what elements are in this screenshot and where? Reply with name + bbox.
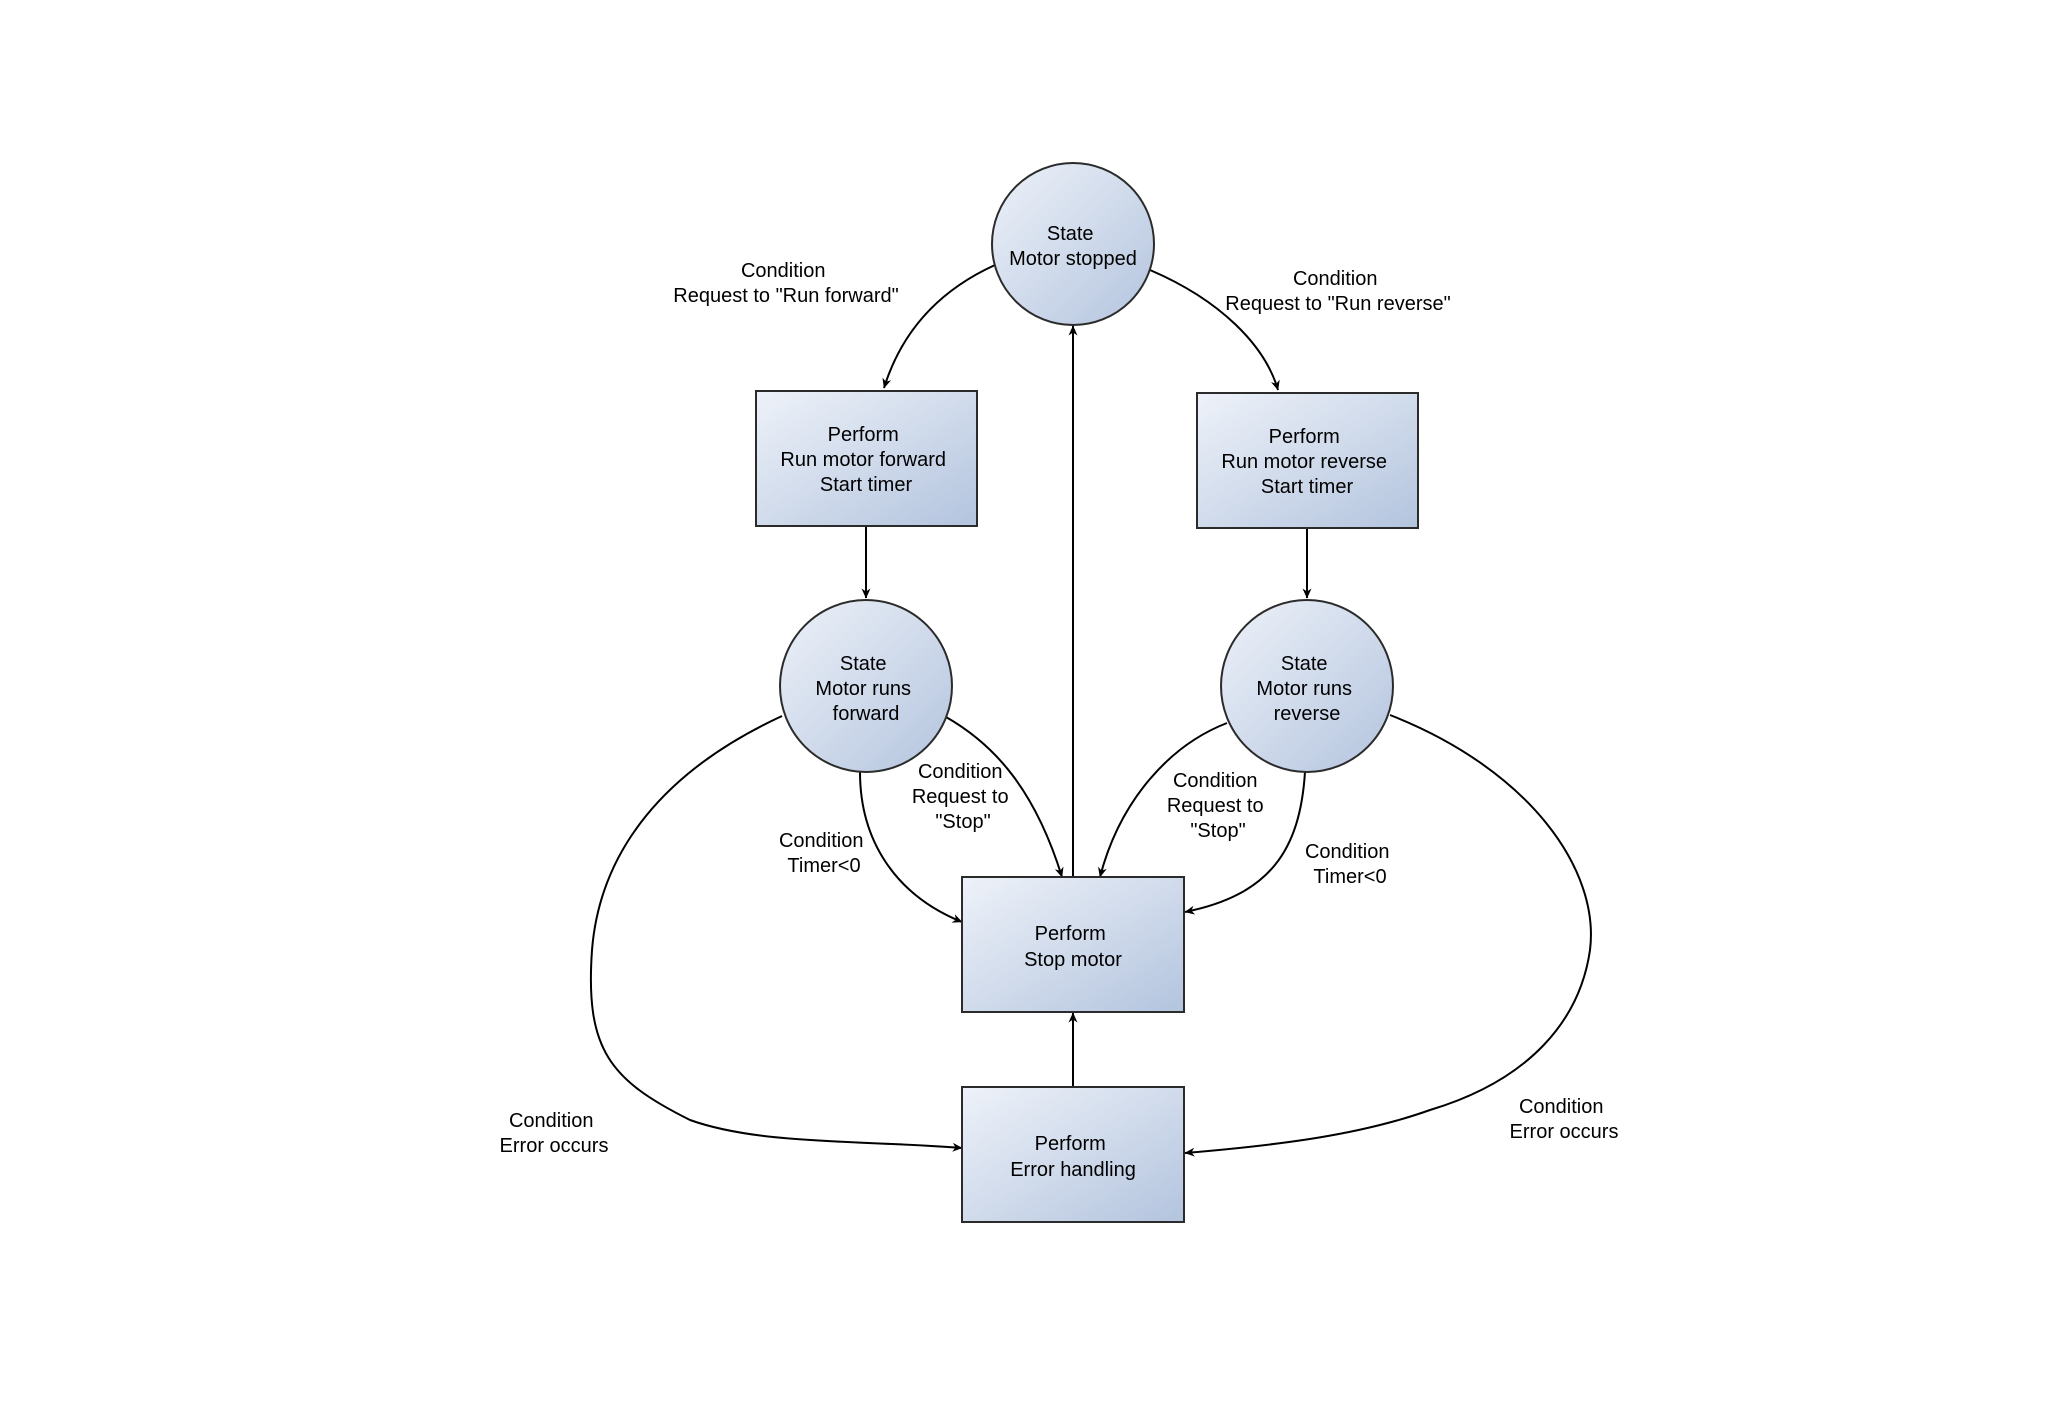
perform-run-reverse: Perform Run motor reverse Start timer	[1196, 392, 1419, 529]
edge-reverse-stop-request	[1098, 722, 1228, 878]
edge-forward-timer	[859, 771, 963, 923]
svg-text:State Motor runs: State Motor runs forward	[815, 653, 916, 725]
edge-stopped-to-forward	[882, 264, 996, 389]
label-stopped-to-forward: Condition Request to "Run forward"	[673, 260, 898, 307]
label-forward-error: Condition Error occurs	[500, 1110, 609, 1157]
perform-run-forward: Perform Run motor forward Start timer	[755, 390, 978, 527]
edge-reverse-error	[1184, 714, 1592, 1157]
perform-error-handling: Perform Error handling	[961, 1086, 1185, 1223]
svg-text:State Motor stopped: State Motor stopped	[1009, 223, 1137, 270]
label-reverse-timer: Condition Timer<0	[1305, 841, 1395, 888]
perform-stop-motor: Perform Stop motor	[961, 876, 1185, 1013]
state-motor-runs-reverse: State Motor runs reverse	[1220, 599, 1394, 773]
edge-labels: Condition Request to "Run forward" Condi…	[500, 260, 1619, 1157]
label-reverse-error: Condition Error occurs	[1510, 1096, 1619, 1143]
svg-text:State Motor runs: State Motor runs reverse	[1256, 653, 1357, 725]
svg-text:Perform Run motor reve: Perform Run motor reverse Start timer	[1221, 426, 1392, 498]
edge-forward-error	[589, 715, 963, 1152]
edge-forward-stop-request	[945, 716, 1064, 878]
svg-text:Perform Stop motor: Perform Stop motor	[1024, 923, 1122, 971]
svg-text:Perform Error handling: Perform Error handling	[1010, 1133, 1136, 1181]
state-motor-runs-forward: State Motor runs forward	[779, 599, 953, 773]
label-forward-timer: Condition Timer<0	[779, 830, 869, 877]
label-stopped-to-reverse: Condition Request to "Run reverse"	[1225, 268, 1450, 315]
svg-text:Perform Run motor forw: Perform Run motor forward Start timer	[780, 424, 951, 496]
edges	[589, 264, 1592, 1157]
edge-stopped-to-reverse	[1149, 269, 1280, 391]
label-reverse-stop-request: Condition Request to "Stop"	[1167, 770, 1269, 842]
nodes: State Motor stopped Perform Run motor fo…	[755, 162, 1419, 1223]
edge-reverse-timer	[1184, 771, 1306, 915]
state-motor-stopped: State Motor stopped	[991, 162, 1155, 326]
label-forward-stop-request: Condition Request to "Stop"	[912, 761, 1014, 833]
